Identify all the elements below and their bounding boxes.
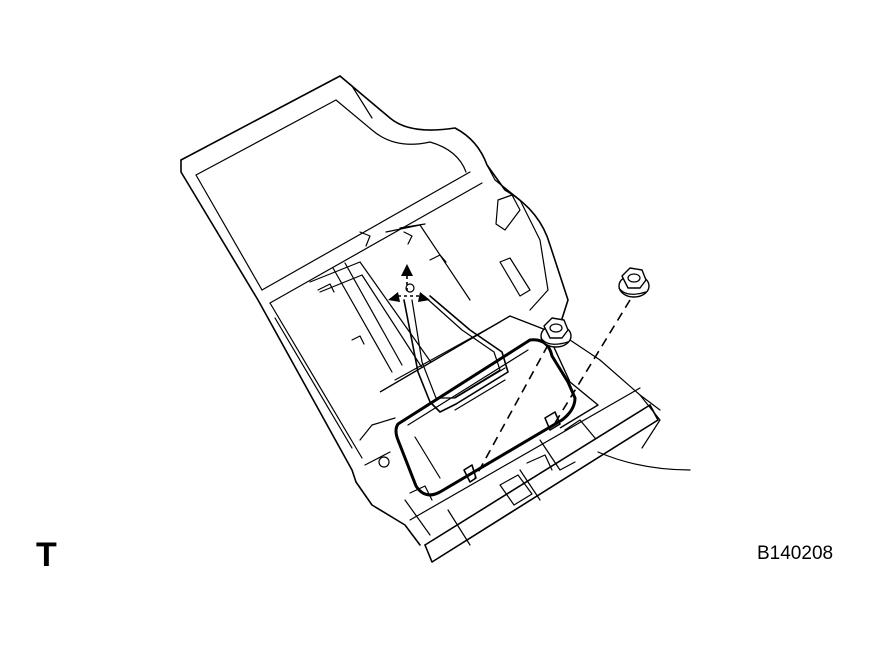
corner-mark: T [36,536,57,574]
clip-arrows-icon [388,264,430,302]
front-rail [378,339,661,563]
wire-harness [403,295,691,471]
assembly-guide-lines [474,299,631,479]
figure-id: B140208 [757,543,834,564]
seat-frame [180,75,569,546]
flange-nut-icon [540,317,572,348]
flange-nut-icon [618,267,650,298]
